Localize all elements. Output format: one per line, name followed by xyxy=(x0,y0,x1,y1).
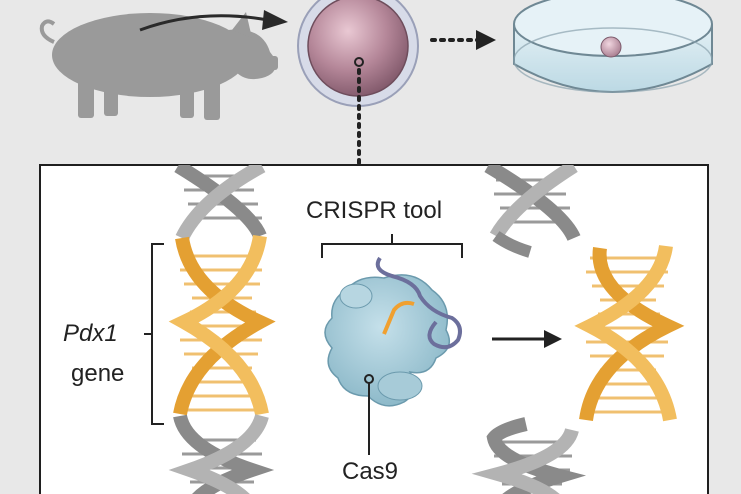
dna-helix-left xyxy=(168,165,276,494)
pig-to-egg-arrow xyxy=(139,10,288,32)
cas9-protein-icon xyxy=(324,256,462,455)
gene-name-label: Pdx1 xyxy=(63,320,118,347)
guide-rna xyxy=(375,256,462,350)
pig-icon xyxy=(39,12,278,120)
cas9-label: Cas9 xyxy=(342,458,399,485)
gene-bracket xyxy=(144,243,164,425)
crispr-bracket xyxy=(321,234,463,258)
egg-to-dish-arrow xyxy=(430,30,496,50)
egg-cell-icon xyxy=(297,0,419,107)
crispr-tool-label: CRISPR tool xyxy=(306,197,443,224)
petri-dish-icon xyxy=(513,0,713,93)
dna-helix-right xyxy=(471,165,685,494)
cut-arrow xyxy=(492,330,562,348)
gene-word-label: gene xyxy=(71,360,125,387)
